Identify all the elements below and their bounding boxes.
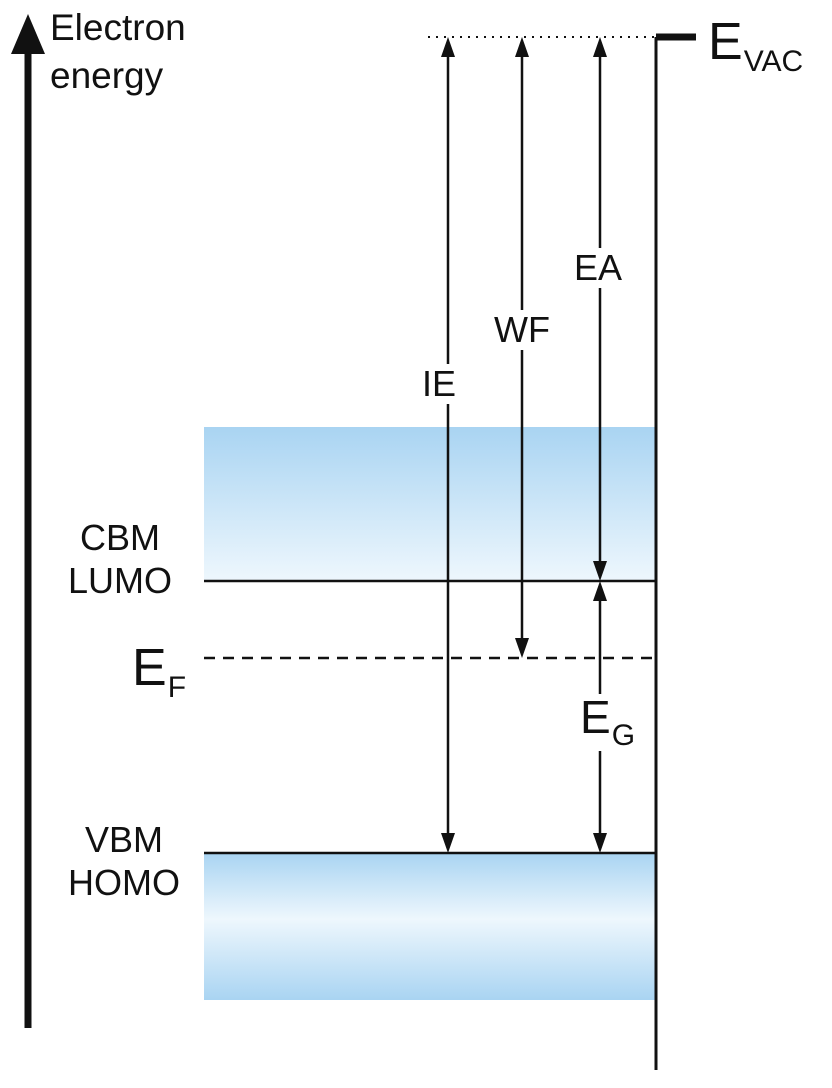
ionization-energy-label: IE bbox=[418, 364, 461, 404]
ie-arrowhead-bottom bbox=[441, 833, 455, 853]
vbm-label-line1: VBM bbox=[84, 819, 163, 860]
eg-arrowhead-top bbox=[593, 581, 607, 601]
valence-band bbox=[204, 853, 656, 1000]
ie-arrowhead-top bbox=[441, 37, 455, 57]
vacuum-level-subscript: VAC bbox=[743, 45, 804, 78]
ea-arrowhead-bottom bbox=[593, 561, 607, 581]
band-gap-label: EG bbox=[577, 691, 639, 752]
energy-axis-arrowhead bbox=[11, 14, 45, 54]
vbm-label: VBM HOMO bbox=[68, 818, 180, 904]
conduction-band bbox=[204, 427, 656, 581]
axis-title-line1: Electron bbox=[50, 7, 186, 48]
vacuum-level-symbol: E bbox=[708, 13, 743, 71]
band-gap-subscript: G bbox=[611, 719, 636, 752]
vbm-label-line2: HOMO bbox=[68, 862, 180, 903]
cbm-label-line1: CBM bbox=[80, 517, 160, 558]
wf-arrowhead-bottom bbox=[515, 638, 529, 658]
cbm-label-line2: LUMO bbox=[68, 560, 173, 601]
ea-arrowhead-top bbox=[593, 37, 607, 57]
electron-affinity-label: EA bbox=[570, 248, 627, 288]
axis-title-line2: energy bbox=[50, 55, 164, 96]
axis-title: Electron energy bbox=[50, 4, 186, 100]
eg-arrowhead-bottom bbox=[593, 833, 607, 853]
wf-arrowhead-top bbox=[515, 37, 529, 57]
fermi-level-subscript: F bbox=[167, 671, 187, 704]
fermi-level-symbol: E bbox=[132, 639, 167, 697]
vacuum-level-label: EVAC bbox=[708, 16, 803, 77]
cbm-label: CBM LUMO bbox=[68, 516, 172, 602]
band-gap-symbol: E bbox=[580, 691, 611, 743]
work-function-label: WF bbox=[490, 310, 554, 350]
fermi-level-label: EF bbox=[132, 642, 186, 703]
